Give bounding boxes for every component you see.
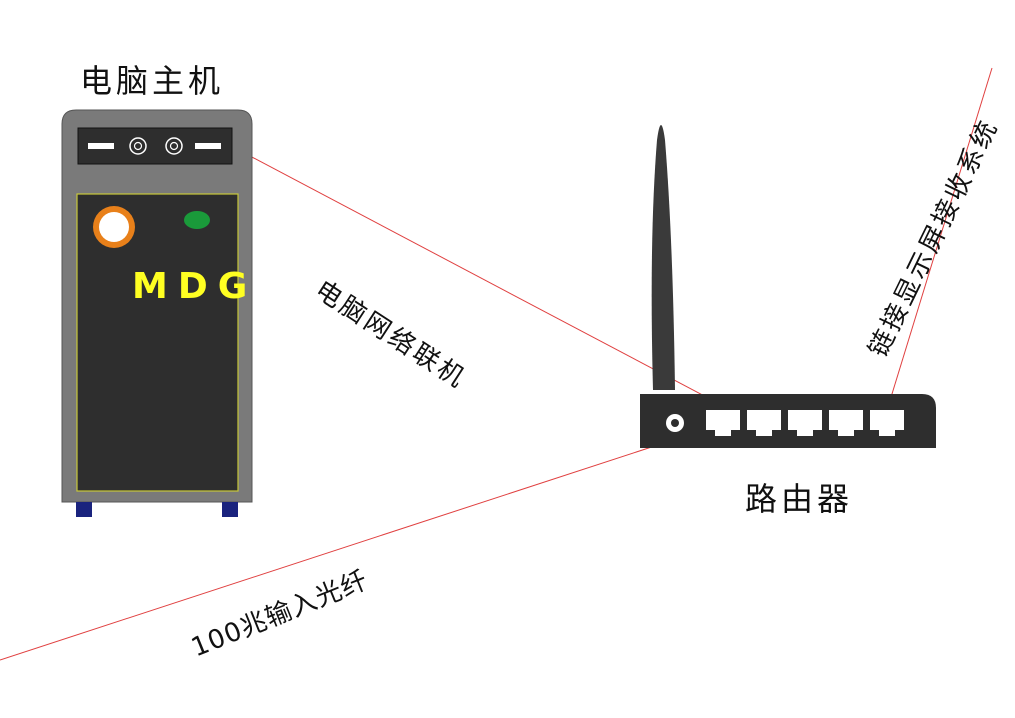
pc-title: 电脑主机 <box>80 62 225 100</box>
router-port-4 <box>829 410 863 436</box>
pc-foot <box>76 502 92 517</box>
router-to-display-line <box>883 67 993 421</box>
audio-jack-icon <box>165 137 183 155</box>
brand-logo: MDG <box>132 266 258 307</box>
router-antenna <box>651 125 675 390</box>
pc-to-router-line <box>249 155 766 429</box>
drive-slot-right <box>195 143 221 149</box>
drive-slot-left <box>88 143 114 149</box>
pc-foot <box>222 502 238 517</box>
audio-jack-icon <box>129 137 147 155</box>
router-port-1 <box>706 410 740 436</box>
router <box>640 125 936 448</box>
router-title: 路由器 <box>745 480 854 518</box>
fiber-input-line <box>0 423 723 661</box>
router-port-2 <box>747 410 781 436</box>
power-button-icon <box>93 206 135 248</box>
router-port-5 <box>870 410 904 436</box>
router-power-indicator-icon <box>666 414 684 432</box>
router-port-3 <box>788 410 822 436</box>
pc-tower <box>61 109 253 517</box>
power-led-icon <box>184 211 210 229</box>
